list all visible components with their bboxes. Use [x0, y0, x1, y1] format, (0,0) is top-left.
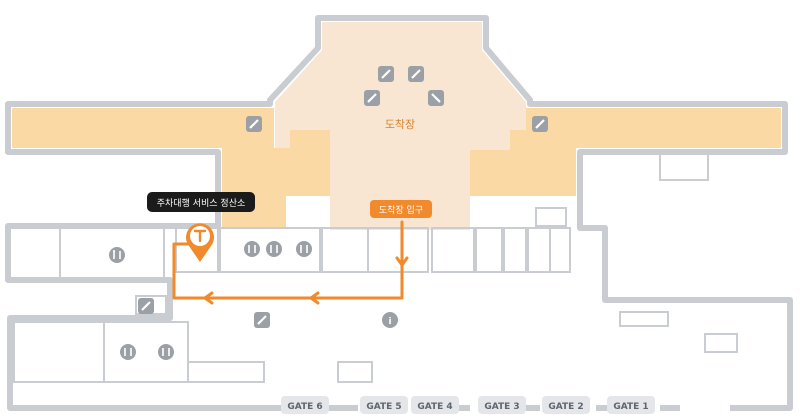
gate-label-text: GATE 6: [287, 402, 322, 412]
gate-label[interactable]: GATE 1: [607, 396, 655, 414]
gate-label[interactable]: GATE 5: [360, 396, 408, 414]
gate-label-text: GATE 1: [613, 402, 648, 412]
corridor-left: [12, 108, 274, 148]
restaurant-icon: [296, 241, 312, 257]
restaurant-icon: [158, 344, 174, 360]
arrival-entrance-label: 도착장 입구: [379, 204, 423, 216]
gate-label-text: GATE 3: [484, 402, 519, 412]
gate-label[interactable]: GATE 3: [478, 396, 526, 414]
route-arrow-left-1: [309, 291, 320, 305]
valet-service-callout[interactable]: 주차대행 서비스 정산소: [147, 192, 255, 212]
info-icon[interactable]: i: [382, 312, 398, 328]
restaurant-icon: [109, 247, 125, 263]
route-path: [172, 220, 409, 305]
info-glyph: i: [388, 317, 391, 327]
restaurant-icon: [120, 344, 136, 360]
rooms: [13, 151, 738, 383]
gate-label-text: GATE 4: [417, 402, 452, 412]
route-arrow-left-2: [203, 291, 214, 305]
arrival-entrance-callout[interactable]: 도착장 입구: [370, 200, 432, 218]
valet-parking-pin-icon[interactable]: [186, 223, 214, 262]
route-arrow-down: [395, 256, 409, 267]
arrival-hall-label: 도착장: [385, 118, 415, 131]
gate-label[interactable]: GATE 4: [411, 396, 459, 414]
gate-label[interactable]: GATE 6: [281, 396, 329, 414]
gate-labels: GATE 6 GATE 5 GATE 4 GATE 3 GATE 2 GATE …: [281, 396, 655, 414]
restaurant-icon: [266, 241, 282, 257]
arrival-hall-area: [275, 22, 526, 230]
gate-label-text: GATE 5: [366, 402, 401, 412]
corridor-areas: [12, 108, 781, 228]
restaurant-icon: [244, 241, 260, 257]
gate-label-text: GATE 2: [548, 402, 583, 412]
valet-service-label: 주차대행 서비스 정산소: [157, 197, 246, 209]
restaurant-icons: [109, 241, 312, 360]
escalator-icons: [138, 66, 548, 328]
gate-label[interactable]: GATE 2: [542, 396, 590, 414]
corridor-right-lower: [470, 130, 576, 196]
